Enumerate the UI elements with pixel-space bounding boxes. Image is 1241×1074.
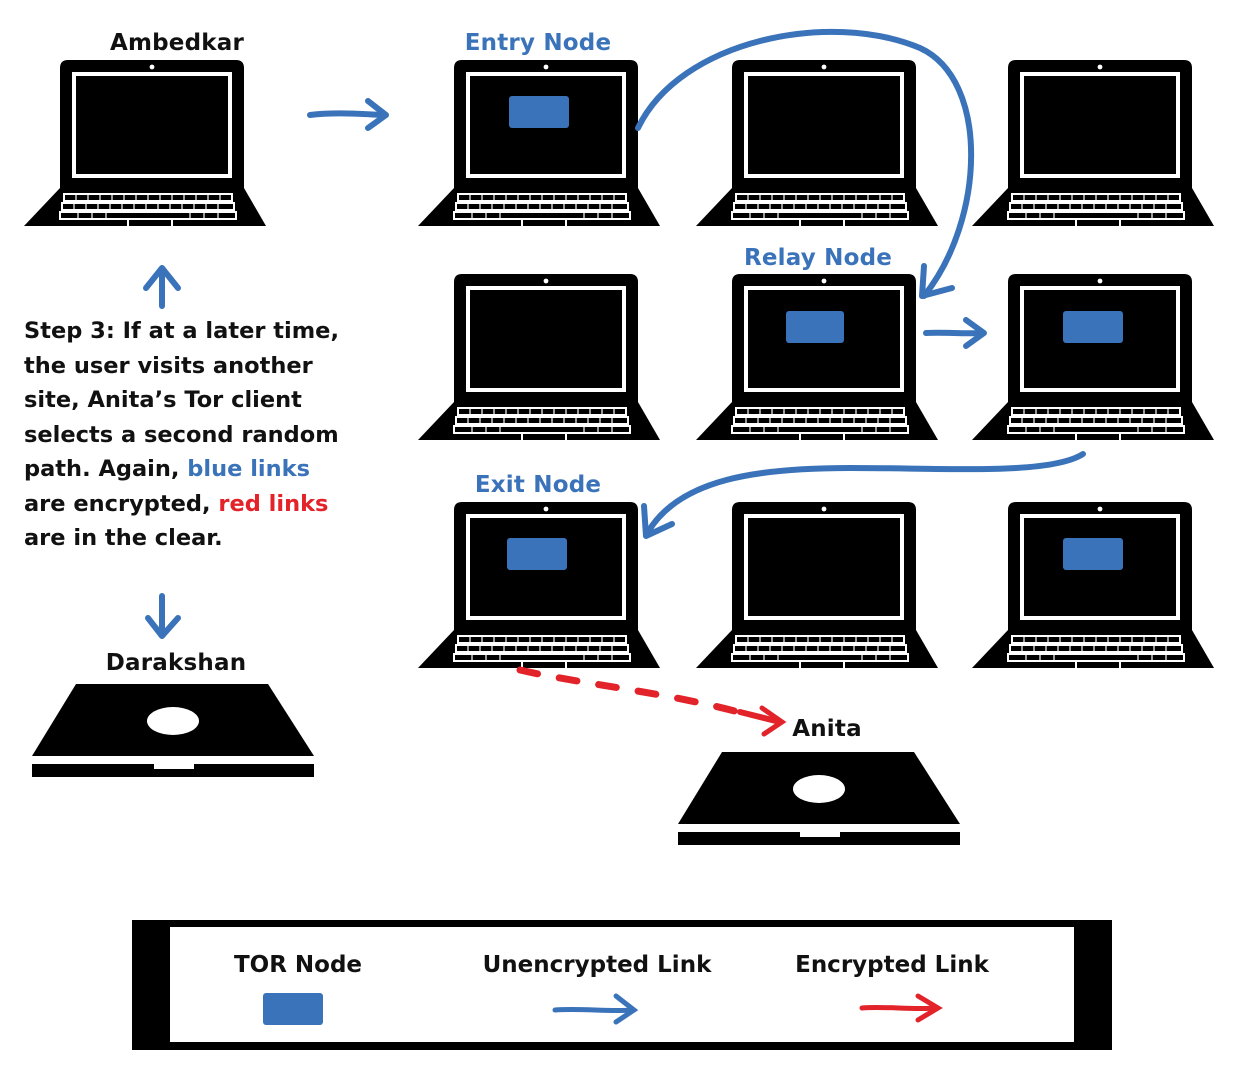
tor-node-marker-r3c3 — [1063, 538, 1123, 570]
legend-frame — [132, 920, 1112, 1050]
laptop-icon-r1c2 — [694, 58, 940, 229]
tor-node-marker-entry — [509, 96, 569, 128]
laptop-icon-r2c1 — [416, 272, 662, 443]
arrow-ambedkar-to-entry — [307, 98, 389, 131]
legend-unencrypted-label: Unencrypted Link — [482, 952, 712, 978]
laptop-icon-ambedkar — [22, 58, 268, 229]
ambedkar-label: Ambedkar — [109, 30, 245, 56]
laptop-icon-exit-node — [416, 500, 662, 671]
step-description: Step 3: If at a later time, the user vis… — [24, 314, 344, 556]
entry-node-label: Entry Node — [464, 30, 612, 56]
arrow-down-to-darakshan — [145, 593, 181, 639]
darakshan-label: Darakshan — [105, 650, 247, 676]
blue-links-text: blue links — [187, 456, 310, 482]
exit-node-label: Exit Node — [474, 472, 602, 498]
legend-tor-node-swatch — [263, 993, 323, 1025]
laptop-icon-r2c3 — [970, 272, 1216, 443]
laptop-icon-entry-node — [416, 58, 662, 229]
closed-laptop-icon-anita — [678, 752, 960, 845]
tor-node-marker-r2c3 — [1063, 311, 1123, 343]
legend-unencrypted-arrow — [552, 993, 639, 1025]
description-text-3: are in the clear. — [24, 525, 223, 551]
relay-node-label: Relay Node — [743, 245, 893, 271]
arrow-node-to-exit — [641, 451, 1086, 539]
legend-encrypted-label: Encrypted Link — [795, 952, 989, 978]
laptop-icon-r1c3 — [970, 58, 1216, 229]
tor-node-marker-exit — [507, 538, 567, 570]
closed-laptop-icon-darakshan — [32, 684, 314, 777]
description-text-1: Step 3: If at a later time, the user vis… — [24, 318, 339, 482]
laptop-icon-r3c2 — [694, 500, 940, 671]
red-links-text: red links — [218, 490, 329, 517]
tor-node-marker-relay — [786, 311, 844, 343]
legend-encrypted-arrow — [859, 993, 943, 1023]
arrow-exit-to-anita — [516, 666, 787, 737]
legend-tor-node-label: TOR Node — [233, 952, 363, 978]
arrow-relay-to-node — [923, 317, 987, 349]
description-text-2: are encrypted, — [24, 490, 219, 517]
laptop-icon-relay-node — [694, 272, 940, 443]
arrow-up-to-ambedkar — [143, 265, 181, 309]
arrow-entry-to-relay — [635, 28, 975, 299]
anita-label: Anita — [792, 716, 862, 742]
laptop-icon-r3c3 — [970, 500, 1216, 671]
